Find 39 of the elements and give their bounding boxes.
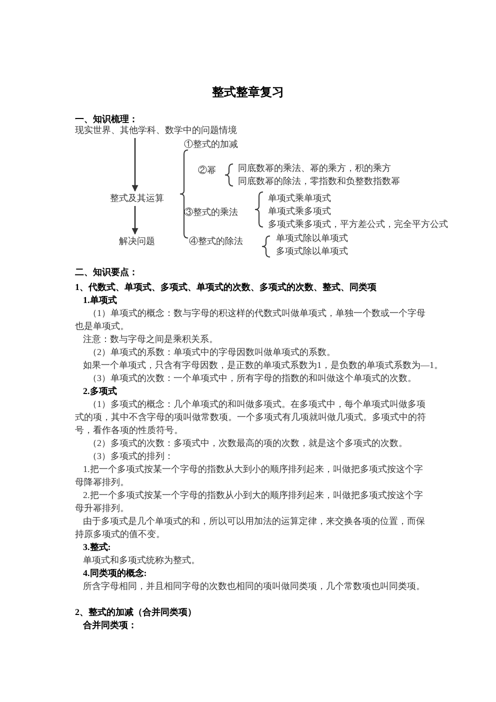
item-heading: 3.整式: xyxy=(83,540,111,554)
tree-text: 多项式除以单项式 xyxy=(276,244,348,258)
paragraph: （2）单项式的系数：单项式中的字母因数叫做单项式的系数。 xyxy=(87,346,336,358)
flow-text: 整式及其运算 xyxy=(110,192,164,205)
paragraph: （1）单项式的概念：数与字母的积这样的代数式叫做单项式，单独一个数或一个字母也是单项式。 xyxy=(75,306,426,332)
section-heading: 一、知识梳理： xyxy=(75,112,138,126)
tree-text: 同底数幂的除法，零指数和负整数指数幂 xyxy=(238,174,400,188)
arrow xyxy=(132,138,138,192)
text-line: 如果一个单项式，只含有字母因数，是正数的单项式系数为1，是负数的单项式系数为—1。 xyxy=(83,358,443,372)
flow-text: 现实世界、其他学科、数学中的问题情境 xyxy=(75,124,237,137)
paragraph: （3）多项式的排列： xyxy=(87,450,174,462)
arrow xyxy=(132,206,138,235)
item-heading: 1.单项式 xyxy=(83,294,117,306)
paragraph: （3）单项式的次数：一个单项式中，所有字母的指数的和叫做这个单项式的次数。 xyxy=(87,372,418,384)
paragraph: （1）多项式的概念：几个单项式的和叫做多项式。在多项式中，每个单项式叫做多项式的项，其中不含字母的项叫做常数项。一个多项式有几项就叫做几项式。多项式中的符号，看作各项的性质符号。 xyxy=(75,398,427,436)
tree-text: ④整式的除法 xyxy=(189,234,243,248)
section-heading: 二、知识要点： xyxy=(75,266,138,278)
tree-text: ①整式的加减 xyxy=(184,138,238,150)
text-line: 注意：数与字母之间是乘积关系。 xyxy=(83,332,218,346)
item-heading: 4.同类项的概念: xyxy=(83,566,147,580)
tree-text: 单项式乘多项式 xyxy=(268,204,331,218)
tree-text: ③整式的乘法 xyxy=(184,206,238,218)
tree-text: 单项式乘单项式 xyxy=(268,192,331,204)
paragraph: 2.把一个多项式按某一个字母的指数从小到大的顺序排列起来，叫做把多项式按这个字母升幂排列。 xyxy=(75,488,424,514)
page-title: 整式整章复习 xyxy=(211,86,285,99)
tree-text: 同底数幂的乘法、幂的乘方，积的乘方 xyxy=(238,162,391,174)
item-heading: 合并同类项： xyxy=(83,618,137,632)
tree-text: 多项式乘多项式，平方差公式，完全平方公式 xyxy=(268,218,448,230)
text-line: 所含字母相同，并且相同字母的次数也相同的项叫做同类项，几个常数项也叫同类项。 xyxy=(83,580,425,592)
text-line: 单项式和多项式统称为整式。 xyxy=(83,554,200,566)
item-heading: 2.多项式 xyxy=(83,384,117,398)
subsection-heading: 2、整式的加减（合并同类项） xyxy=(75,606,196,618)
paragraph: 1.把一个多项式按某一个字母的指数从大到小的顺序排列起来，叫做把多项式按这个字母降幂排列。 xyxy=(75,462,424,488)
paragraph: 由于多项式是几个单项式的和，所以可以用加法的运算定律，来交换各项的位置，而保持原多项式的值不变。 xyxy=(75,514,426,540)
subsection-heading: 1、代数式、单项式、多项式、单项式的次数、多项式的次数、整式、同类项 xyxy=(75,280,376,294)
paragraph: （2）多项式的次数：多项式中，次数最高的项的次数，就是这个多项式的次数。 xyxy=(87,436,408,450)
tree-text: 单项式除以单项式 xyxy=(276,232,348,244)
flow-text: 解决问题 xyxy=(119,235,155,248)
tree-text: ②幂 xyxy=(198,164,216,176)
